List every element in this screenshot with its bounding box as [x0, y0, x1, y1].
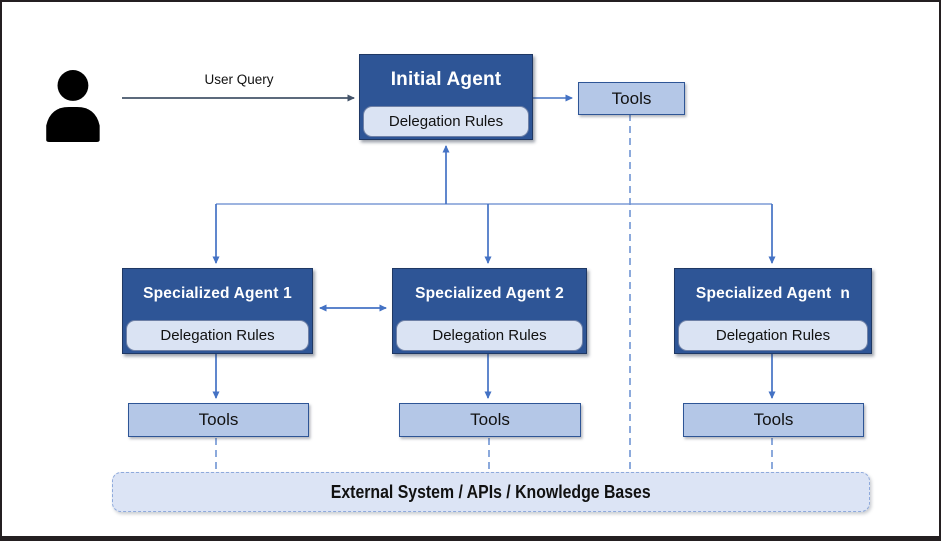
external-systems-box: External System / APIs / Knowledge Bases — [112, 472, 870, 512]
user-query-label: User Query — [204, 72, 274, 87]
specialized-agent-1-box: Specialized Agent 1 Delegation Rules — [122, 268, 313, 354]
agent-1-tools-box: Tools — [128, 403, 309, 437]
top-tools-box: Tools — [578, 82, 685, 115]
user-person-icon — [42, 68, 108, 142]
initial-agent-title: Initial Agent — [390, 69, 502, 90]
specialized-agent-n-box: Specialized Agent n Delegation Rules — [674, 268, 872, 354]
specialized-agent-n-delegation-rules-badge: Delegation Rules — [678, 320, 868, 351]
external-systems-label: External System / APIs / Knowledge Bases — [331, 481, 651, 502]
initial-agent-delegation-rules-badge: Delegation Rules — [363, 106, 529, 137]
specialized-agent-2-box: Specialized Agent 2 Delegation Rules — [392, 268, 587, 354]
specialized-agent-2-delegation-rules-badge: Delegation Rules — [396, 320, 583, 351]
agent-2-tools-box: Tools — [399, 403, 581, 437]
initial-agent-box: Initial Agent Delegation Rules — [359, 54, 533, 140]
specialized-agent-n-title: Specialized Agent n — [695, 285, 851, 302]
specialized-agent-1-delegation-rules-badge: Delegation Rules — [126, 320, 309, 351]
agent-n-tools-box: Tools — [683, 403, 864, 437]
specialized-agent-2-title: Specialized Agent 2 — [415, 285, 564, 302]
specialized-agent-1-title: Specialized Agent 1 — [143, 285, 292, 302]
